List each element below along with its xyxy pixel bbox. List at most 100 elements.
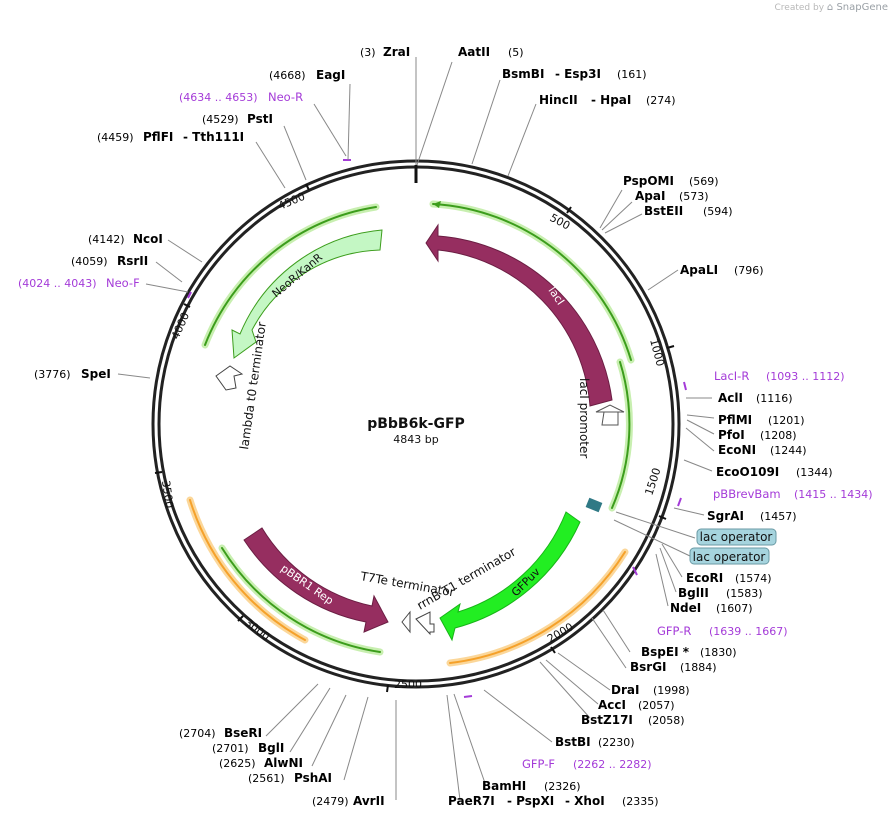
- site-pflfi[interactable]: PflFI: [143, 130, 173, 144]
- site-apai[interactable]: ApaI: [635, 189, 665, 203]
- tick-mark-1500: [658, 515, 667, 520]
- site-bsmbi[interactable]: BsmBI: [502, 67, 544, 81]
- rrnB-terminator-arrow: [415, 611, 435, 636]
- site-aatii-pos: (5): [508, 46, 524, 59]
- primer-neo-r[interactable]: Neo-R: [268, 90, 303, 104]
- site-ecori[interactable]: EcoRI: [686, 571, 723, 585]
- primer-pbbrevbam-pos: (1415 .. 1434): [794, 488, 873, 501]
- neor-kanr-label: NeoR/KanR: [270, 251, 326, 301]
- site-bsmbi-pos: (161): [617, 68, 647, 81]
- site-esp3i[interactable]: - Esp3I: [555, 67, 601, 81]
- t7te-label: T7Te terminator: [358, 569, 455, 600]
- site-spei-pos: (3776): [34, 368, 71, 381]
- site-alwni[interactable]: AlwNI: [264, 756, 303, 770]
- tick-label-4500: 4500: [276, 190, 307, 213]
- site-pfoi[interactable]: PfoI: [718, 428, 745, 442]
- lacI-promoter-arrow: [595, 404, 625, 426]
- site-bseri-pos: (2704): [179, 727, 216, 740]
- t7te-terminator-arrow: [401, 610, 411, 634]
- arcs: [186, 200, 635, 667]
- laci-r-mark: [683, 381, 687, 391]
- site-tth111i[interactable]: - Tth111I: [183, 130, 244, 144]
- tick-mark-3500: [154, 471, 163, 474]
- site-pflfi-pos: (4459): [97, 131, 134, 144]
- site-avrii[interactable]: AvrII: [353, 794, 385, 808]
- site-hincii[interactable]: HincII: [539, 93, 578, 107]
- site-acli-pos: (1116): [756, 392, 793, 405]
- pbbr1-rep-arrow[interactable]: [243, 527, 389, 633]
- lac-operator-badge-2: [689, 547, 770, 565]
- site-bgli-pos: (2701): [212, 742, 249, 755]
- primer-gfp-f-pos: (2262 .. 2282): [573, 758, 652, 771]
- site-bstbi-pos: (2230): [598, 736, 635, 749]
- site-sgrai-pos: (1457): [760, 510, 797, 523]
- site-bgli[interactable]: BglI: [258, 741, 284, 755]
- arc-gfp-orange: [449, 551, 626, 664]
- site-paer7i[interactable]: PaeR7I: [448, 794, 495, 808]
- site-ecori-pos: (1574): [735, 572, 772, 585]
- tick-mark-4500: [305, 183, 310, 191]
- tick-label-3500: 3500: [159, 480, 176, 510]
- primer-neo-f[interactable]: Neo-F: [106, 276, 140, 290]
- site-ndei-pos: (1607): [716, 602, 753, 615]
- site-bglii-pos: (1583): [726, 587, 763, 600]
- tick-mark-2000: [550, 646, 556, 654]
- site-psti[interactable]: PstI: [247, 112, 273, 126]
- site-apali[interactable]: ApaLI: [680, 263, 718, 277]
- site-drai[interactable]: DraI: [611, 683, 639, 697]
- site-pflmi[interactable]: PflMI: [718, 413, 752, 427]
- lac-operator-label-2: lac operator: [693, 550, 766, 564]
- primer-gfp-f[interactable]: GFP-F: [522, 757, 555, 771]
- lambda-t0-arrow: [215, 365, 244, 391]
- plasmid-name: pBbB6k-GFP: [367, 416, 465, 432]
- site-pspxi[interactable]: - PspXI: [507, 794, 554, 808]
- site-ecoo109i[interactable]: EcoO109I: [716, 465, 779, 479]
- site-eagi[interactable]: EagI: [316, 68, 345, 82]
- site-hincii-pos: (274): [646, 94, 676, 107]
- tick-mark-500: [566, 206, 572, 214]
- neor-kanr-arrow[interactable]: [231, 229, 383, 359]
- site-bsteii[interactable]: BstEII: [644, 204, 683, 218]
- lacI-arrow[interactable]: [425, 223, 613, 407]
- site-pshai[interactable]: PshAI: [294, 771, 332, 785]
- site-spei[interactable]: SpeI: [81, 367, 111, 381]
- primer-marks: [187, 159, 687, 698]
- site-alwni-pos: (2625): [219, 757, 256, 770]
- site-bstz17i[interactable]: BstZ17I: [581, 713, 633, 727]
- site-paer7i-pos: (2335): [622, 795, 659, 808]
- site-bsrgi-pos: (1884): [680, 661, 717, 674]
- site-acli[interactable]: AclI: [718, 391, 743, 405]
- tick-label-4000: 4000: [169, 310, 192, 341]
- site-bamhi[interactable]: BamHI: [482, 779, 526, 793]
- tick-label-1000: 1000: [647, 337, 667, 367]
- site-rsrii-pos: (4059): [71, 255, 108, 268]
- site-ncoi-pos: (4142): [88, 233, 125, 246]
- primer-neo-r-pos: (4634 .. 4653): [179, 91, 258, 104]
- site-econi-pos: (1244): [770, 444, 807, 457]
- primer-laci-r[interactable]: LacI-R: [714, 369, 749, 383]
- site-pspomi[interactable]: PspOMI: [623, 174, 674, 188]
- site-bseri[interactable]: BseRI: [224, 726, 262, 740]
- site-xhoi[interactable]: - XhoI: [565, 794, 605, 808]
- site-sgrai[interactable]: SgrAI: [707, 509, 744, 523]
- site-hpai[interactable]: - HpaI: [591, 93, 631, 107]
- site-ncoi[interactable]: NcoI: [133, 232, 163, 246]
- site-econi[interactable]: EcoNI: [718, 443, 756, 457]
- site-rsrii[interactable]: RsrII: [117, 254, 148, 268]
- site-bspei[interactable]: BspEI *: [641, 645, 690, 659]
- tick-mark-3000: [237, 615, 244, 622]
- site-bstbi[interactable]: BstBI: [555, 735, 591, 749]
- primer-pbbrevbam[interactable]: pBBrevBam: [713, 487, 781, 501]
- gfpuv-arrow[interactable]: [439, 511, 581, 642]
- site-aatii[interactable]: AatII: [458, 45, 490, 59]
- site-zrai[interactable]: ZraI: [383, 45, 410, 59]
- site-bglii[interactable]: BglII: [678, 586, 709, 600]
- primer-gfp-r[interactable]: GFP-R: [657, 624, 691, 638]
- site-apai-pos: (573): [679, 190, 709, 203]
- site-bsrgi[interactable]: BsrGI: [630, 660, 667, 674]
- lacI-promoter-label: lacI promoter: [577, 378, 591, 458]
- site-ndei[interactable]: NdeI: [670, 601, 701, 615]
- site-acci[interactable]: AccI: [598, 698, 626, 712]
